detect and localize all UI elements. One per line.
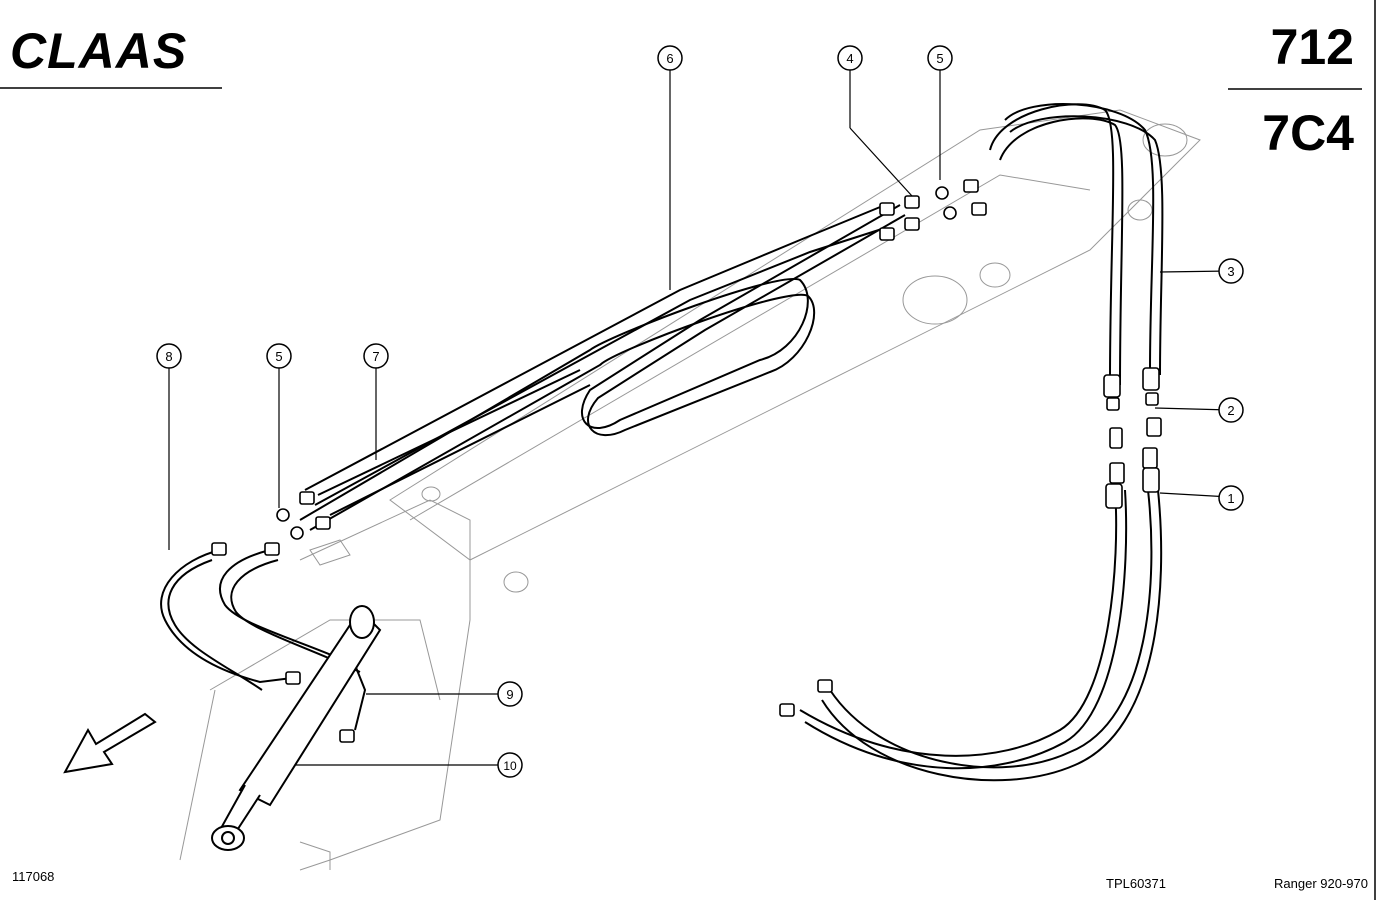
leader-lines [168, 70, 1231, 766]
callout-label: 6 [666, 51, 673, 66]
callout-label: 8 [165, 349, 172, 364]
callout-1: 1 [1218, 485, 1244, 511]
callout-label: 4 [846, 51, 853, 66]
callout-8: 8 [156, 343, 182, 369]
callout-4: 4 [837, 45, 863, 71]
callout-7: 7 [363, 343, 389, 369]
cylinder-10 [211, 605, 382, 851]
callout-label: 5 [936, 51, 943, 66]
callout-3: 3 [1218, 258, 1244, 284]
model-label: Ranger 920-970 [1274, 876, 1368, 891]
callout-10: 10 [497, 752, 523, 778]
claas-logo: CLAAS [10, 22, 232, 79]
page-number: 712 [1270, 19, 1354, 75]
callout-5-top: 5 [927, 45, 953, 71]
group-code: 7C4 [1262, 105, 1354, 161]
callout-label: 5 [275, 349, 282, 364]
arrow-down-left-icon [63, 712, 157, 774]
callout-label: 10 [503, 759, 517, 773]
brand-text: CLAAS [10, 23, 188, 79]
callout-9: 9 [497, 681, 523, 707]
image-number: 117068 [12, 869, 55, 884]
callout-label: 7 [372, 349, 379, 364]
callout-5-left: 5 [266, 343, 292, 369]
callout-2: 2 [1218, 397, 1244, 423]
callout-label: 1 [1227, 491, 1234, 506]
hose-1-3 [799, 103, 1164, 782]
drawing-number: TPL60371 [1106, 876, 1166, 891]
boom-outline [179, 109, 1201, 871]
callout-label: 9 [506, 687, 513, 702]
callout-label: 3 [1227, 264, 1234, 279]
hose-7 [317, 369, 591, 516]
callout-6: 6 [657, 45, 683, 71]
callout-label: 2 [1227, 403, 1234, 418]
fittings [211, 179, 1162, 743]
hose-6 [299, 204, 906, 531]
